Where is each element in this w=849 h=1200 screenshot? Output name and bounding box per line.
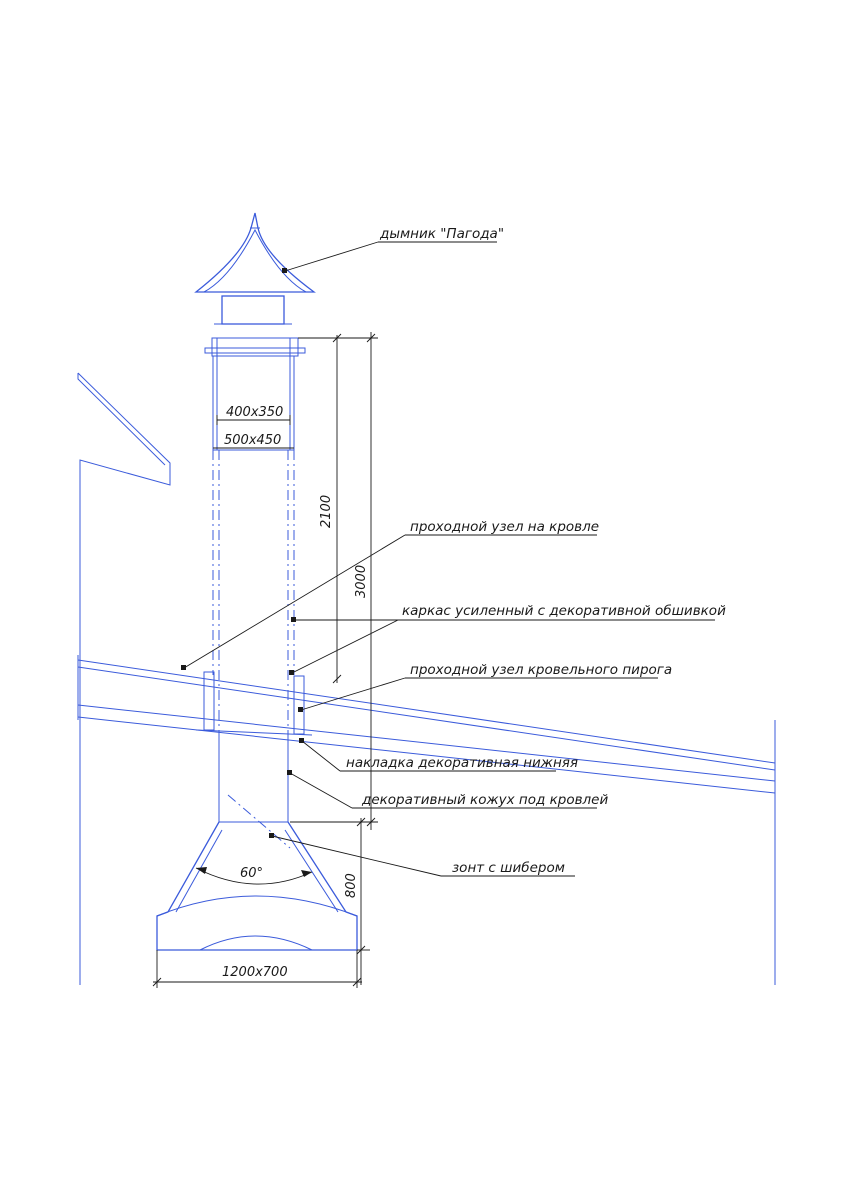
- chimney-stack: [195, 337, 313, 823]
- hood: [156, 794, 358, 951]
- dim-height-above-roof: 2100: [319, 495, 334, 528]
- pagoda-cap: [194, 212, 316, 325]
- building-outline: [77, 372, 171, 985]
- dimension-lines: [152, 332, 378, 988]
- dim-hood-height: 800: [344, 873, 359, 898]
- leader-lines: [181, 241, 715, 877]
- roof-slab: [77, 655, 776, 985]
- dim-total-height: 3000: [354, 565, 369, 598]
- dim-hood-angle: 60°: [240, 866, 263, 881]
- label-chimney-cap: дымник "Пагода": [379, 226, 504, 242]
- dim-inner-section: 400x350: [226, 405, 283, 420]
- label-roof-pie-pass-unit: проходной узел кровельного пирога: [410, 662, 672, 678]
- label-reinforced-frame: каркас усиленный с декоративной обшивкой: [402, 603, 726, 619]
- label-roof-pass-unit: проходной узел на кровле: [410, 519, 599, 535]
- dim-outer-section: 500x450: [224, 433, 281, 448]
- label-hood-with-damper: зонт с шибером: [452, 860, 565, 876]
- label-lower-trim: накладка декоративная нижняя: [346, 755, 578, 771]
- label-decorative-casing: декоративный кожух под кровлей: [361, 792, 608, 808]
- dim-hood-size: 1200x700: [222, 965, 288, 980]
